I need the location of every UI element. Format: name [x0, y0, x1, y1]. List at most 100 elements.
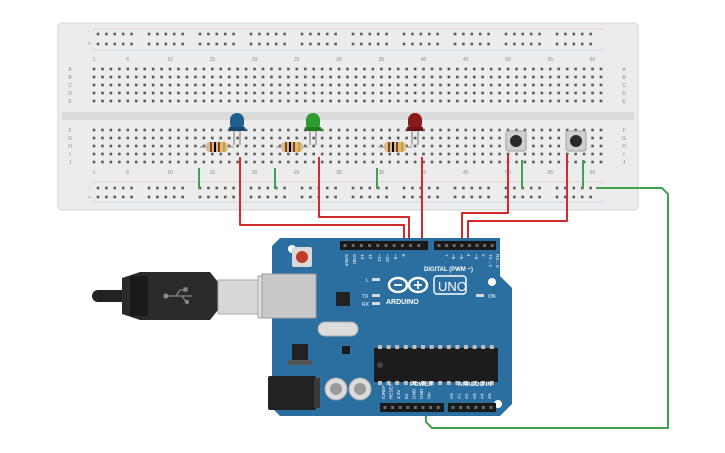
rail-hole[interactable]	[113, 42, 117, 46]
breadboard-hole[interactable]	[489, 152, 493, 156]
breadboard-hole[interactable]	[337, 160, 341, 164]
ground-jumpers[interactable]	[198, 160, 584, 189]
breadboard-hole[interactable]	[413, 91, 417, 95]
breadboard-hole[interactable]	[202, 152, 206, 156]
rail-hole[interactable]	[538, 42, 541, 46]
breadboard-hole[interactable]	[101, 136, 104, 140]
breadboard-hole[interactable]	[194, 91, 197, 95]
leds[interactable]	[229, 113, 423, 145]
rail-hole[interactable]	[368, 32, 372, 36]
breadboard-hole[interactable]	[177, 144, 180, 148]
breadboard-hole[interactable]	[346, 144, 349, 148]
breadboard-hole[interactable]	[118, 91, 121, 95]
breadboard-hole[interactable]	[194, 128, 197, 132]
rail-hole[interactable]	[274, 42, 278, 46]
breadboard-hole[interactable]	[380, 99, 383, 103]
rail-hole[interactable]	[325, 32, 329, 36]
rail-hole[interactable]	[317, 32, 321, 36]
breadboard-hole[interactable]	[219, 152, 223, 156]
breadboard-hole[interactable]	[109, 160, 113, 164]
rail-hole[interactable]	[419, 42, 423, 46]
breadboard-hole[interactable]	[506, 83, 510, 87]
rail-hole[interactable]	[589, 195, 592, 199]
breadboard-hole[interactable]	[363, 144, 366, 148]
rail-hole[interactable]	[376, 195, 380, 199]
breadboard-hole[interactable]	[177, 136, 180, 140]
rail-hole[interactable]	[96, 195, 100, 199]
breadboard-hole[interactable]	[456, 160, 459, 164]
rail-hole[interactable]	[462, 32, 465, 36]
breadboard-hole[interactable]	[354, 91, 358, 95]
breadboard-hole[interactable]	[371, 67, 375, 71]
rail-hole[interactable]	[96, 42, 100, 46]
breadboard-hole[interactable]	[143, 160, 146, 164]
rail-hole[interactable]	[130, 195, 133, 199]
breadboard-hole[interactable]	[464, 91, 468, 95]
rail-hole[interactable]	[258, 42, 261, 46]
header-pin[interactable]	[400, 244, 404, 247]
rail-hole[interactable]	[266, 32, 270, 36]
breadboard-hole[interactable]	[143, 152, 146, 156]
rail-hole[interactable]	[113, 186, 117, 190]
rail-hole[interactable]	[130, 32, 133, 36]
header-pin[interactable]	[368, 244, 372, 247]
breadboard-hole[interactable]	[270, 75, 273, 79]
rail-hole[interactable]	[283, 42, 286, 46]
breadboard-hole[interactable]	[354, 136, 358, 140]
breadboard-hole[interactable]	[439, 136, 442, 140]
breadboard-hole[interactable]	[405, 75, 408, 79]
breadboard-hole[interactable]	[151, 144, 155, 148]
breadboard-hole[interactable]	[211, 67, 214, 71]
breadboard-hole[interactable]	[422, 128, 425, 132]
breadboard-hole[interactable]	[202, 99, 206, 103]
breadboard-hole[interactable]	[430, 83, 434, 87]
breadboard-hole[interactable]	[118, 99, 121, 103]
header-pin[interactable]	[392, 244, 396, 247]
breadboard-hole[interactable]	[329, 91, 332, 95]
breadboard-hole[interactable]	[557, 67, 561, 71]
breadboard-hole[interactable]	[337, 152, 341, 156]
breadboard-hole[interactable]	[118, 152, 121, 156]
rail-hole[interactable]	[513, 186, 516, 190]
breadboard-hole[interactable]	[202, 83, 206, 87]
breadboard-hole[interactable]	[219, 160, 223, 164]
rail-hole[interactable]	[198, 32, 202, 36]
breadboard-hole[interactable]	[422, 83, 425, 87]
breadboard-hole[interactable]	[151, 67, 155, 71]
breadboard-hole[interactable]	[143, 144, 146, 148]
breadboard-hole[interactable]	[337, 83, 341, 87]
rail-hole[interactable]	[487, 195, 490, 199]
header-pin[interactable]	[413, 406, 417, 409]
breadboard-hole[interactable]	[227, 136, 231, 140]
rail-hole[interactable]	[470, 195, 474, 199]
breadboard-hole[interactable]	[227, 160, 231, 164]
breadboard-hole[interactable]	[118, 83, 121, 87]
breadboard-hole[interactable]	[447, 91, 451, 95]
breadboard-hole[interactable]	[396, 75, 400, 79]
breadboard-hole[interactable]	[380, 128, 383, 132]
breadboard-hole[interactable]	[380, 136, 383, 140]
rail-hole[interactable]	[589, 32, 592, 36]
rail-hole[interactable]	[258, 186, 261, 190]
breadboard-hole[interactable]	[270, 91, 273, 95]
breadboard-hole[interactable]	[109, 67, 113, 71]
breadboard-hole[interactable]	[498, 67, 501, 71]
breadboard-hole[interactable]	[472, 83, 476, 87]
rail-hole[interactable]	[538, 186, 541, 190]
breadboard-hole[interactable]	[405, 160, 408, 164]
breadboard-hole[interactable]	[270, 144, 273, 148]
breadboard-hole[interactable]	[388, 160, 392, 164]
rail-hole[interactable]	[521, 195, 525, 199]
breadboard-hole[interactable]	[185, 144, 189, 148]
breadboard-hole[interactable]	[489, 91, 493, 95]
breadboard-hole[interactable]	[303, 99, 307, 103]
header-pin[interactable]	[384, 244, 388, 247]
rail-hole[interactable]	[232, 195, 235, 199]
breadboard-hole[interactable]	[591, 67, 594, 71]
breadboard-hole[interactable]	[303, 67, 307, 71]
rail-hole[interactable]	[172, 186, 176, 190]
rail-hole[interactable]	[325, 186, 329, 190]
breadboard-hole[interactable]	[472, 67, 476, 71]
breadboard-hole[interactable]	[523, 160, 527, 164]
